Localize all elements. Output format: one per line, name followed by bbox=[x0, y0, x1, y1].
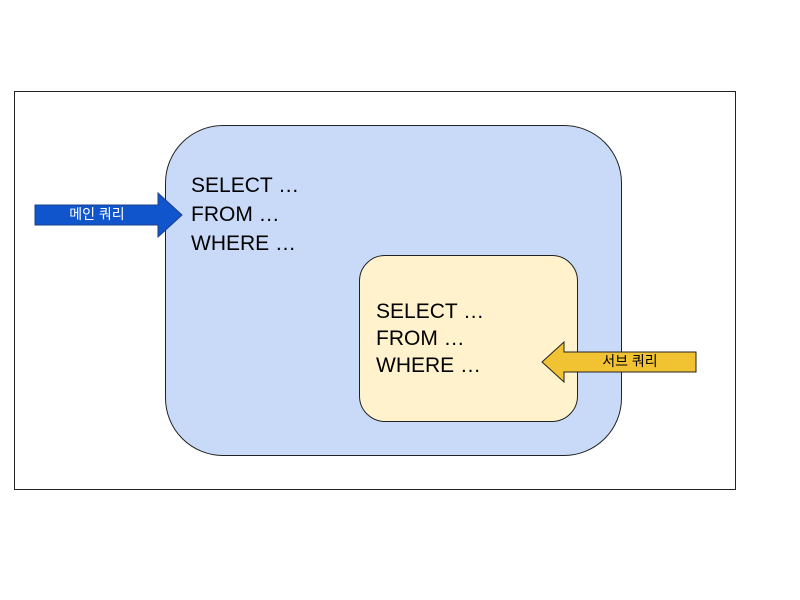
sub-query-arrow-icon bbox=[541, 341, 697, 383]
sub-query-where-line: WHERE … bbox=[376, 354, 481, 377]
sub-query-arrow-label: 서브 쿼리 bbox=[602, 353, 658, 369]
main-query-arrow-label: 메인 쿼리 bbox=[69, 206, 125, 222]
main-query-where-line: WHERE … bbox=[191, 232, 296, 255]
sub-query-text: SELECT … FROM … WHERE … bbox=[376, 298, 484, 379]
main-query-arrow-icon bbox=[34, 192, 183, 238]
main-query-from-line: FROM … bbox=[191, 203, 280, 226]
sub-query-box bbox=[359, 255, 578, 422]
main-query-text: SELECT … FROM … WHERE … bbox=[191, 171, 299, 258]
main-query-select-line: SELECT … bbox=[191, 174, 300, 197]
sub-query-select-line: SELECT … bbox=[376, 300, 485, 323]
sub-query-from-line: FROM … bbox=[376, 327, 465, 350]
